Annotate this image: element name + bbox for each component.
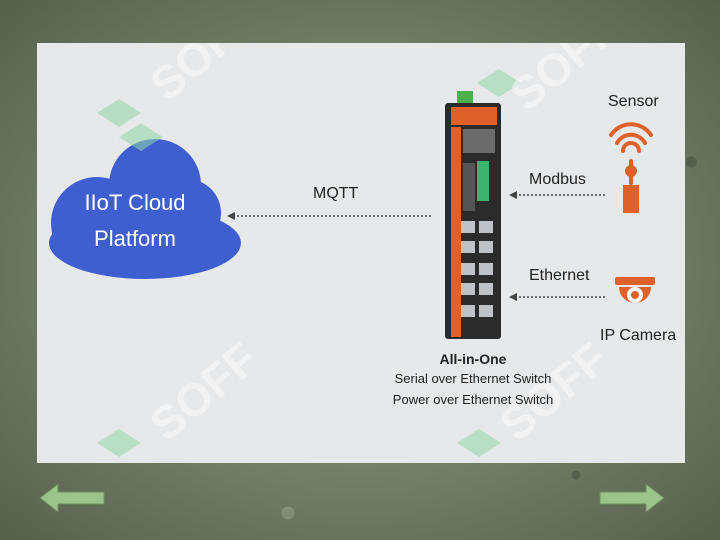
ethernet-label: Ethernet [529,267,590,284]
switch-caption-title: All-in-One [439,351,507,367]
diagram-graphics: SOFF SOFF SOFF SOFF [49,43,655,457]
switch-caption-line1: Serial over Ethernet Switch [394,371,552,386]
mqtt-label: MQTT [313,185,359,202]
svg-text:SOFF: SOFF [140,43,267,111]
switch-device [445,91,501,339]
switch-caption-line2: Power over Ethernet Switch [392,392,554,407]
camera-label: IP Camera [600,327,677,344]
ethernet-arrow [509,293,607,301]
cloud-label-line2: Platform [94,226,176,251]
cloud-label: IIoT Cloud Platform [65,185,205,257]
slide-canvas: SOFF SOFF SOFF SOFF IIoT Cloud Platform … [37,43,685,463]
watermark-marks [97,69,521,457]
cloud-label-line1: IIoT Cloud [84,190,186,215]
prev-slide-button[interactable] [38,482,106,514]
switch-caption: All-in-One Serial over Ethernet Switch P… [373,351,573,407]
arrow-right-icon [599,482,665,514]
modbus-arrow [509,191,607,199]
next-slide-button[interactable] [598,482,666,514]
camera-icon [615,277,655,303]
sensor-label: Sensor [608,93,659,110]
svg-text:SOFF: SOFF [140,332,267,451]
modbus-label: Modbus [529,171,586,188]
sensor-icon [609,122,653,213]
mqtt-arrow [227,212,433,220]
cloud-shape [49,139,241,279]
arrow-left-icon [39,482,105,514]
